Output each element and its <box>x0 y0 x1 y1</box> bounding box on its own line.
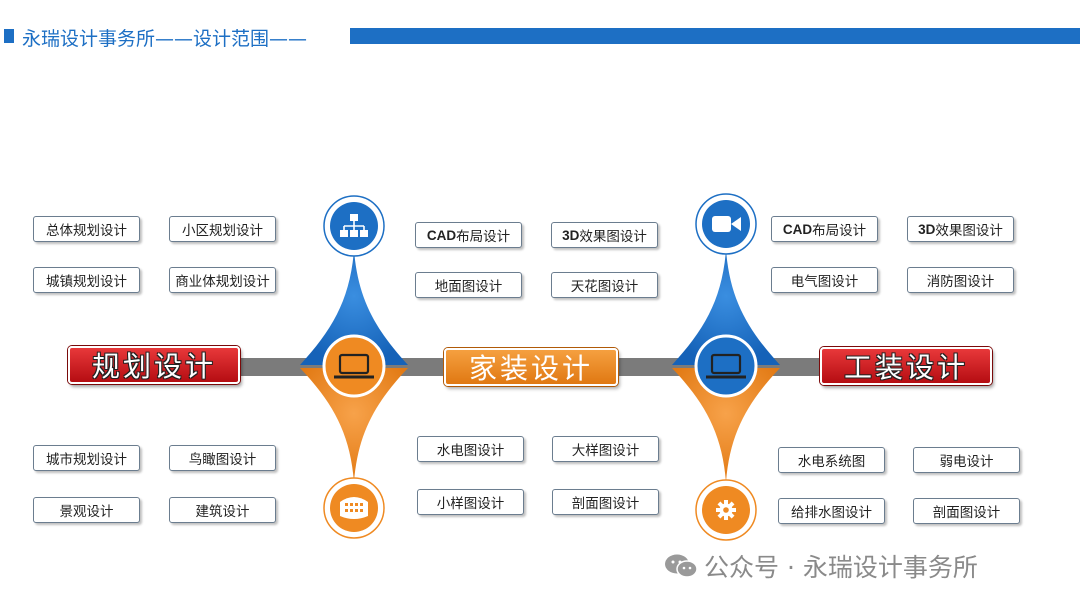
header-bar <box>350 28 1080 44</box>
header-marker <box>4 29 14 43</box>
planning-item: 景观设计 <box>33 497 140 523</box>
video-camera-icon <box>712 216 741 232</box>
hub-2-orange-spike <box>672 368 780 482</box>
hub-2 <box>672 193 780 541</box>
wechat-icon <box>665 554 698 578</box>
home-item: 剖面图设计 <box>552 489 659 515</box>
planning-item: 鸟瞰图设计 <box>169 445 276 471</box>
hub-1-orange-spike <box>300 368 408 482</box>
gear-icon <box>716 500 736 520</box>
hub-2-laptop-icon <box>706 353 746 379</box>
planning-item: 城市规划设计 <box>33 445 140 471</box>
hub-1-blue-spike <box>300 250 408 365</box>
planning-item: 小区规划设计 <box>169 216 276 242</box>
home-item: 小样图设计 <box>417 489 524 515</box>
planning-item: 城镇规划设计 <box>33 267 140 293</box>
category-home-decoration: 家装设计 <box>444 348 618 386</box>
hub-1 <box>300 195 408 539</box>
watermark-text: 公众号 · 永瑞设计事务所 <box>704 553 978 582</box>
home-item: 水电图设计 <box>417 436 524 462</box>
commercial-item: 电气图设计 <box>771 267 878 293</box>
planning-item: 建筑设计 <box>169 497 276 523</box>
commercial-item: 给排水图设计 <box>778 498 885 524</box>
planning-item: 商业体规划设计 <box>169 267 276 293</box>
category-planning: 规划设计 <box>68 346 240 384</box>
sitemap-icon <box>340 214 368 237</box>
hub-1-laptop-icon <box>334 353 374 379</box>
keyboard-icon <box>340 497 368 519</box>
commercial-item: 剖面图设计 <box>913 498 1020 524</box>
hub-2-center-circle <box>694 334 758 398</box>
page-title: 永瑞设计事务所——设计范围—— <box>22 28 308 50</box>
home-item: 地面图设计 <box>415 272 522 298</box>
hub-2-blue-spike <box>672 250 780 365</box>
watermark: 公众号 · 永瑞设计事务所 <box>664 548 978 584</box>
commercial-item: 水电系统图 <box>778 447 885 473</box>
commercial-item: 消防图设计 <box>907 267 1014 293</box>
home-item: 大样图设计 <box>552 436 659 462</box>
hub-1-center-circle <box>322 334 386 398</box>
category-commercial-decoration: 工装设计 <box>820 347 992 385</box>
commercial-item: 弱电设计 <box>913 447 1020 473</box>
home-item: 天花图设计 <box>551 272 658 298</box>
planning-item: 总体规划设计 <box>33 216 140 242</box>
